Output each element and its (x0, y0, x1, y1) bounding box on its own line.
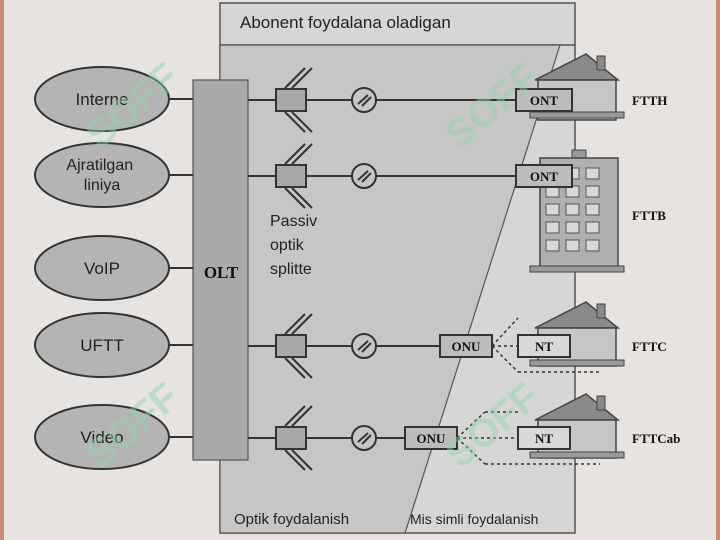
nt-box-front (517, 426, 571, 450)
service-label-interne: Interne (76, 90, 129, 109)
footer-optical: Optik foydalanish (234, 511, 349, 528)
copper-lines (456, 411, 600, 465)
splitter-symbol (275, 313, 313, 379)
output-label-fttc: FTTC (632, 339, 667, 354)
copper-lines (491, 317, 600, 373)
service-ajratilgan: Ajratilgan liniya (34, 142, 193, 208)
onu-label: ONU (452, 339, 482, 354)
service-ellipse (34, 312, 170, 378)
olt-bar (192, 79, 249, 461)
nt-label-front: NT (535, 431, 553, 446)
connector-icon (351, 87, 377, 113)
splitter-caption: Passiv optik splitte (270, 213, 322, 278)
connector-icon (351, 425, 377, 451)
nt-label-front: NT (535, 339, 553, 354)
ont-box-front (515, 88, 573, 112)
service-interne: Interne (34, 66, 193, 132)
output-label-fttb: FTTB (632, 208, 666, 223)
service-ellipse (34, 404, 170, 470)
service-video: Video (34, 404, 193, 470)
service-label-video: Video (80, 428, 123, 447)
service-ellipse (34, 142, 170, 208)
service-ellipse (34, 66, 170, 132)
service-label-voip: VoIP (84, 259, 120, 278)
splitter-symbol (275, 143, 313, 209)
footer-copper: Mis simli foydalanish (410, 511, 538, 527)
service-label-ajratilgan: Ajratilgan liniya (66, 157, 137, 194)
splitter-symbol (275, 405, 313, 471)
connector-icon (351, 333, 377, 359)
ont-label-front: ONT (530, 169, 559, 184)
output-label-ftth: FTTH (632, 93, 667, 108)
onu-label: ONU (417, 431, 447, 446)
service-uftt: UFTT (34, 312, 193, 378)
service-ellipse (34, 235, 170, 301)
nt-box-front (517, 334, 571, 358)
olt-label: OLT (204, 263, 239, 282)
service-voip: VoIP (34, 235, 193, 301)
ont-label-front: ONT (530, 93, 559, 108)
connector-icon (351, 163, 377, 189)
splitter-symbol (275, 67, 313, 133)
ont-box-front (515, 164, 573, 188)
header-title: Abonent foydalana oladigan (240, 13, 451, 32)
output-label-fttcab: FTTCab (632, 431, 680, 446)
service-label-uftt: UFTT (80, 336, 123, 355)
